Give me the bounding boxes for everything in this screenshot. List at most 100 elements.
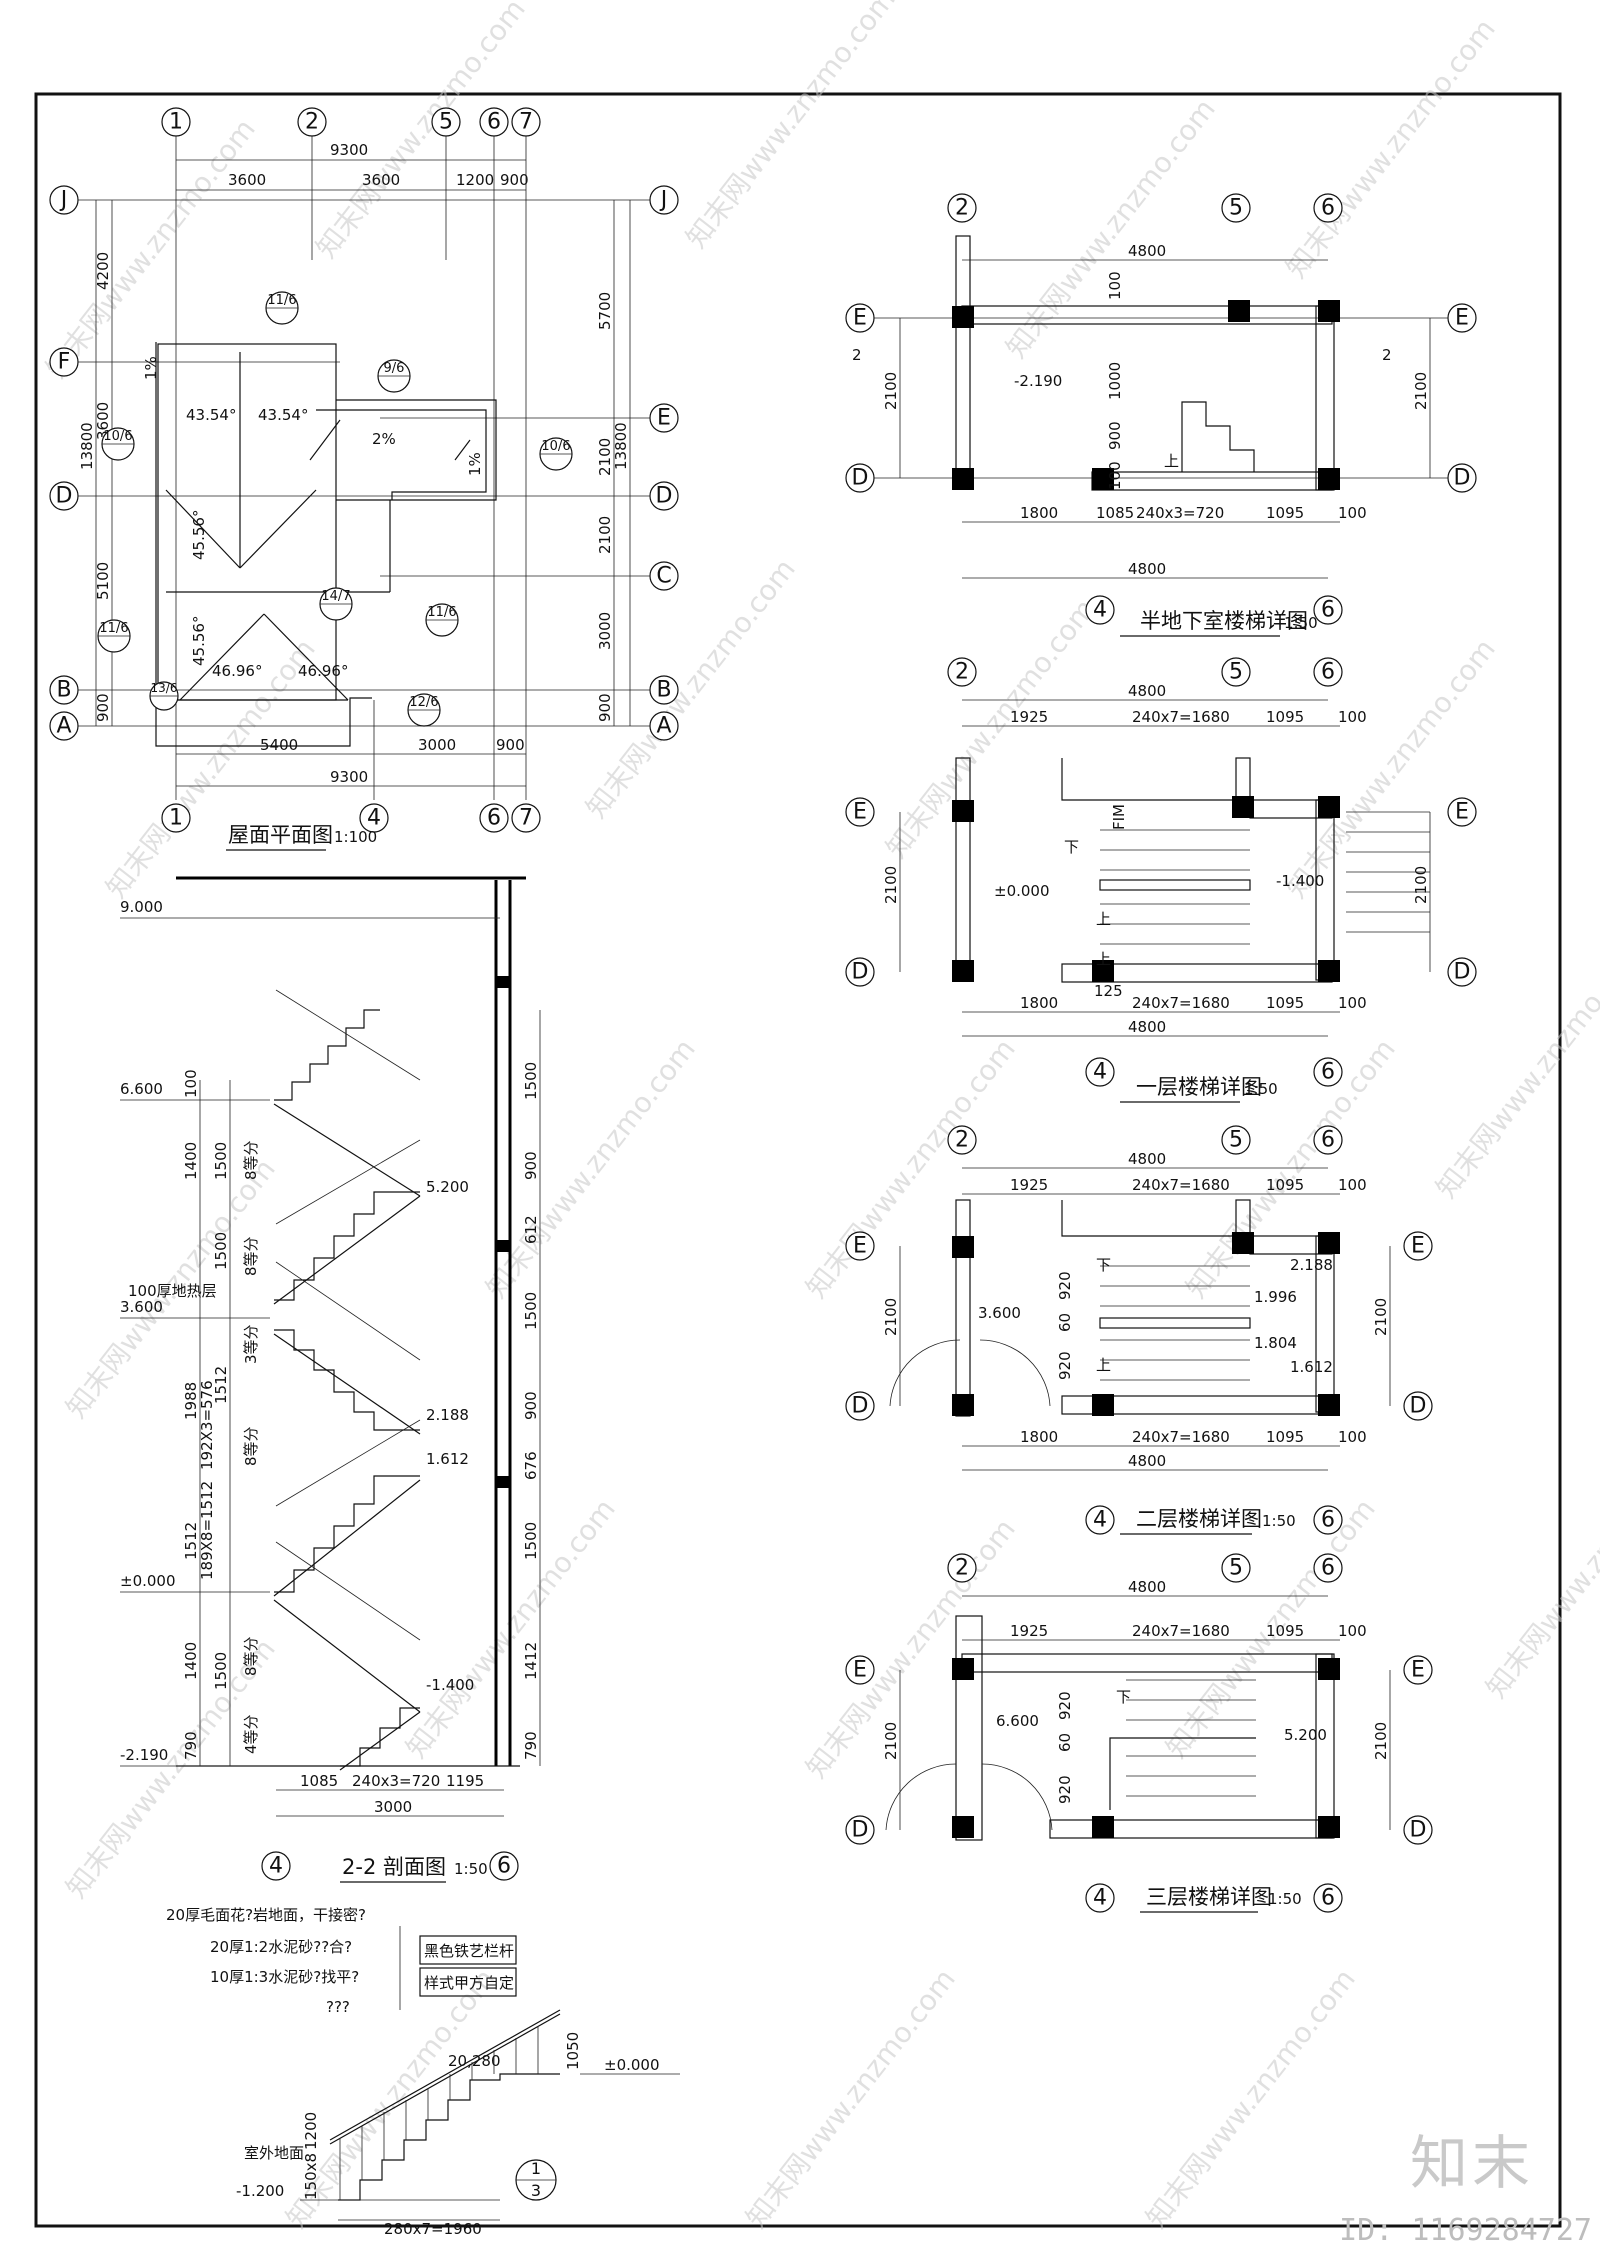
dim: 2100: [1412, 866, 1430, 904]
axis-label: 6: [1321, 1886, 1335, 1911]
dim: 1095: [1266, 504, 1304, 522]
detail-ref-label: 14/7: [321, 589, 350, 604]
dim: 1095: [1266, 994, 1304, 1012]
note: 样式甲方自定: [424, 1974, 514, 1992]
axis-label: E: [1411, 1234, 1425, 1259]
label: FIM: [1110, 804, 1128, 830]
dim: 1800: [1020, 994, 1058, 1012]
level-label: 9.000: [120, 898, 163, 916]
axis-label: E: [1411, 1658, 1425, 1683]
watermark-text: 知末网www.znzmo.com: [800, 1033, 1022, 1305]
section-mark: 2: [852, 346, 862, 364]
dim: 4800: [1128, 1150, 1166, 1168]
dim: 60: [1056, 1733, 1074, 1752]
floor2-stair-plan: 2 5 6 4800 1925 240x7=1680 1095 100 E D …: [845, 1125, 1433, 1535]
level-label: -1.400: [426, 1676, 474, 1694]
note: 黑色铁艺栏杆: [424, 1942, 514, 1960]
dim: 920: [1056, 1775, 1074, 1804]
axis-label: 2: [955, 196, 969, 221]
axis-label: 6: [1321, 1060, 1335, 1085]
dim-total: 13800: [78, 422, 96, 470]
slope-label: 2%: [372, 430, 396, 448]
dim: 189X8=1512: [198, 1481, 216, 1580]
level-label: 1.612: [426, 1450, 469, 1468]
section-mark: 2: [1382, 346, 1392, 364]
dim: 2100: [1372, 1298, 1390, 1336]
level-label: ±0.000: [604, 2056, 660, 2074]
axis-label: 2: [955, 660, 969, 685]
dim: 3600: [362, 171, 400, 189]
axis-label: E: [1455, 800, 1469, 825]
axis-label: 6: [1321, 660, 1335, 685]
dim: 1095: [1266, 1176, 1304, 1194]
level-label: 1.996: [1254, 1288, 1297, 1306]
axis-label: E: [657, 406, 671, 431]
axis-label: D: [1454, 960, 1471, 985]
step-label: 8等分: [242, 1236, 260, 1276]
step-label: 3等分: [242, 1324, 260, 1364]
watermark-text: 知末网www.znzmo.com: [100, 633, 322, 905]
dim: 2100: [596, 516, 614, 554]
dim: 790: [522, 1731, 540, 1760]
dim: 2100: [882, 1722, 900, 1760]
dim: 1412: [522, 1642, 540, 1680]
dim: 2100: [1372, 1722, 1390, 1760]
drawing-title: 2-2 剖面图: [342, 1855, 446, 1879]
drawing-scale: 1:50: [1262, 1512, 1296, 1530]
watermark-text: 知末网www.znzmo.com: [680, 0, 902, 254]
dim: 100: [1338, 1622, 1367, 1640]
dim: 900: [500, 171, 529, 189]
dim: 1200: [302, 2112, 320, 2150]
level-label: ±0.000: [120, 1572, 176, 1590]
axis-label: 4: [1093, 1508, 1107, 1533]
dim: 100: [1338, 504, 1367, 522]
dim: 5700: [596, 292, 614, 330]
note: 100厚地热层: [128, 1282, 217, 1300]
section-levels: 9.000 6.600 3.600 100厚地热层 ±0.000 -2.190: [120, 898, 500, 1767]
dim: 920: [1056, 1691, 1074, 1720]
axis-label: D: [1454, 466, 1471, 491]
level-label: 6.600: [120, 1080, 163, 1098]
dim: 1512: [212, 1366, 230, 1404]
note: 20厚毛面花?岩地面，干接密?: [166, 1906, 366, 1924]
axis-label: E: [853, 1234, 867, 1259]
dim: 920: [1056, 1351, 1074, 1380]
level-label: 5.200: [1284, 1726, 1327, 1744]
dim: 1925: [1010, 1622, 1048, 1640]
dim: 125: [1094, 982, 1123, 1000]
dim: 240x3=720: [352, 1772, 440, 1790]
dim: 100: [182, 1069, 200, 1098]
floor1-stair-plan: 2 5 6 4800 1925 240x7=1680 1095 100 E D …: [845, 657, 1477, 1103]
direction-label: 上: [1096, 910, 1111, 928]
dim: 5400: [260, 736, 298, 754]
detail-ref-label: 9/6: [384, 361, 405, 376]
axis-label: B: [656, 678, 671, 703]
axis-label: D: [852, 960, 869, 985]
axis-label: 2: [955, 1128, 969, 1153]
axis-label: 1: [169, 110, 183, 135]
drawing-scale: 1:100: [334, 828, 377, 846]
step-label: 8等分: [242, 1636, 260, 1676]
dim: 1400: [182, 1142, 200, 1180]
direction-label: 下: [1064, 838, 1079, 856]
roof-axes-right: J E D C B A: [649, 185, 679, 741]
slope-label: 1%: [466, 452, 484, 476]
dim: 280x7=1960: [384, 2220, 482, 2238]
slope-label: 46.96°: [298, 662, 348, 680]
roof-axes-left: J F D B A: [49, 185, 79, 741]
dim: 4200: [94, 252, 112, 290]
dim-total: 3000: [374, 1798, 412, 1816]
axis-label: 5: [439, 110, 453, 135]
axis-label: D: [852, 1818, 869, 1843]
axis-label: A: [56, 714, 71, 739]
dim: 1400: [182, 1642, 200, 1680]
level-label: 5.200: [426, 1178, 469, 1196]
axis-label: D: [852, 466, 869, 491]
dim: 1925: [1010, 708, 1048, 726]
detail-ref-label: 10/6: [103, 429, 132, 444]
dim: 1800: [1020, 504, 1058, 522]
balusters: [339, 2026, 539, 2200]
watermark-layer: 知末网www.znzmo.com 知末网www.znzmo.com 知末网www.z…: [40, 0, 1600, 2234]
axis-label: A: [656, 714, 671, 739]
dim: 1512: [182, 1522, 200, 1560]
